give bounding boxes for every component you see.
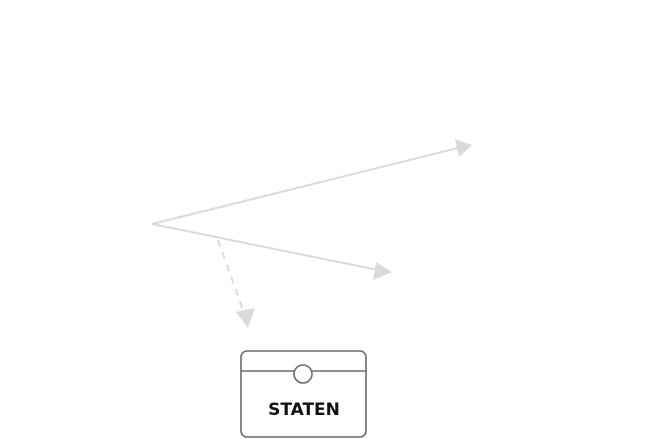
- staten-node-box: [240, 350, 367, 438]
- staten-node-label: STATEN: [268, 400, 340, 420]
- card-with-circle-icon: [293, 364, 313, 384]
- arrow-upper-right-line: [151, 147, 459, 225]
- staten-node[interactable]: STATEN: [240, 350, 367, 438]
- arrow-down-dashed-head: [236, 308, 255, 328]
- arrow-down-dashed-line: [217, 239, 244, 311]
- arrow-lower-right: [151, 223, 392, 280]
- arrow-upper-right: [151, 139, 472, 225]
- arrow-lower-right-line: [151, 223, 379, 271]
- arrow-lower-right-head: [373, 262, 392, 280]
- arrow-upper-right-head: [455, 139, 472, 157]
- arrow-down-dashed: [217, 239, 255, 328]
